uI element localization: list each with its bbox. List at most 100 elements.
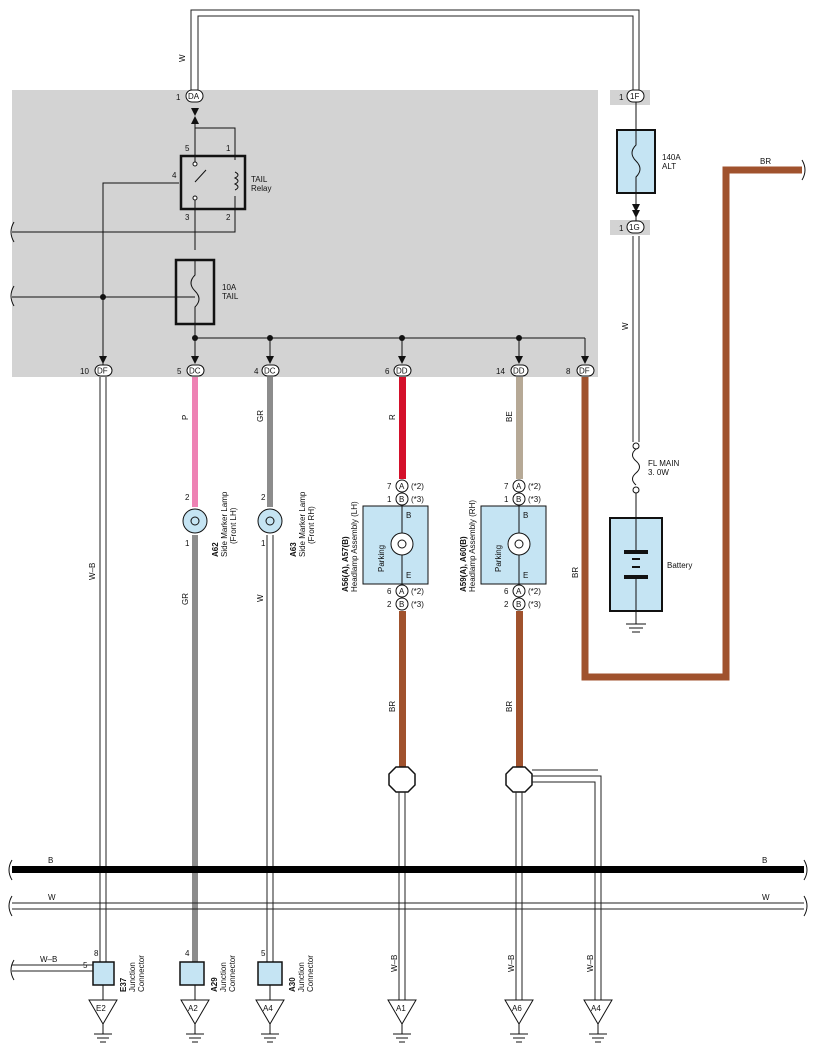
svg-text:A: A [516,482,522,491]
wire-brown-right-code: BR [760,157,771,166]
wire-red-code: R [388,414,397,420]
relay-pin2: 2 [226,213,231,222]
relay-name-2: Relay [251,184,271,193]
wire-alt-w-code: W [621,322,630,330]
svg-text:1G: 1G [629,223,640,232]
svg-text:6: 6 [385,367,390,376]
wire-alt-w [632,236,640,442]
svg-text:8: 8 [566,367,571,376]
headlamp-rh-name: Headlamp Assembly (RH) [468,500,477,592]
splice-rh [505,766,533,793]
relay-pin1: 1 [226,144,231,153]
svg-text:B: B [406,511,411,520]
bottom-pin-dc-5: 5 DC [177,356,205,377]
fl-main-rating: 3. 0W [648,468,669,477]
splice-lh [388,766,416,793]
svg-text:DF: DF [579,367,590,376]
headlamp-rh: 7 A (*2) 1 B (*3) B E Parking 6 A (*2) 2… [480,479,547,611]
wire-beige [516,377,523,479]
alt-fuse [616,102,656,222]
alt-fuse-rating: 140A [662,153,681,162]
svg-text:1: 1 [185,539,190,548]
wire-brown-lh-code: BR [388,701,397,712]
svg-text:5: 5 [177,367,182,376]
svg-text:1: 1 [176,93,181,102]
svg-text:(*2): (*2) [528,587,541,596]
svg-text:10: 10 [80,367,89,376]
svg-text:DF: DF [97,367,108,376]
wire-gray-upper-rh-code: GR [256,410,265,422]
svg-text:1F: 1F [630,92,639,101]
svg-text:(*2): (*2) [411,482,424,491]
svg-text:DD: DD [513,367,525,376]
a30-l1: Junction [297,962,306,992]
top-wire-code: W [178,54,187,62]
junction-a30: 5 [257,949,283,1000]
alt-fuse-name: ALT [662,162,676,171]
svg-text:6: 6 [387,587,392,596]
side-lamp-rh-name: Side Marker Lamp [298,491,307,557]
svg-text:4: 4 [254,367,259,376]
relay-name: TAIL [251,175,268,184]
svg-text:E2: E2 [96,1004,106,1013]
bus-w-label-right: W [762,893,770,902]
fuse-tail-name: TAIL [222,292,239,301]
svg-text:(*3): (*3) [411,600,424,609]
svg-text:A2: A2 [188,1004,198,1013]
side-lamp-lh-name: Side Marker Lamp [220,491,229,557]
a1-wire-code: W–B [390,955,399,972]
pin-1f: 1 1F [619,89,645,103]
e37-l1: Junction [128,962,137,992]
wire-brown-df8 [581,166,802,681]
a29-id: A29 [210,977,219,992]
side-lamp-rh: 2 1 [257,493,283,548]
svg-text:A4: A4 [591,1004,601,1013]
junction-a29: 4 [179,949,205,1000]
fuse-tail-rating: 10A [222,283,237,292]
svg-text:Parking: Parking [377,545,386,572]
bottom-pin-dc-4: 4 DC [254,356,280,377]
svg-text:2: 2 [504,600,509,609]
wire-gray-upper-rh [267,377,273,507]
a29-l2: Connector [228,955,237,992]
svg-text:E: E [406,571,411,580]
svg-text:2: 2 [261,493,266,502]
a29-l1: Junction [219,962,228,992]
headlamp-rh-id: A59(A), A60(B) [459,536,468,592]
svg-text:7: 7 [504,482,509,491]
side-lamp-lh-id: A62 [211,542,220,557]
svg-text:(*2): (*2) [528,482,541,491]
e37-in-code: W–B [40,955,57,964]
svg-text:B: B [399,600,404,609]
side-lamp-lh: 2 1 [182,493,208,548]
svg-text:DC: DC [264,367,276,376]
svg-text:A4: A4 [263,1004,273,1013]
svg-text:A1: A1 [396,1004,406,1013]
svg-text:A: A [516,587,522,596]
wire-red [399,377,406,479]
svg-text:E: E [523,571,528,580]
relay-pin3: 3 [185,213,190,222]
svg-text:14: 14 [496,367,505,376]
svg-text:DC: DC [189,367,201,376]
headlamp-lh-name: Headlamp Assembly (LH) [350,501,359,592]
ground-a6: A6 [504,999,534,1043]
wire-brown-rh-code: BR [505,701,514,712]
svg-text:(*3): (*3) [528,600,541,609]
bus-b [8,859,808,881]
relay-block-housing [12,90,598,377]
right-cut-mark [801,159,806,181]
svg-text:B: B [516,495,521,504]
svg-text:DD: DD [396,367,408,376]
wire-pink [192,377,198,507]
svg-text:6: 6 [504,587,509,596]
wire-df-wb-code: W–B [88,563,97,580]
svg-text:A: A [399,482,405,491]
svg-text:8: 8 [94,949,99,958]
wire-gray-lower-lh-code: GR [181,593,190,605]
wires-headlamp-grounds [398,769,602,1000]
ground-a4-right: A4 [583,999,613,1043]
svg-text:1: 1 [619,93,624,102]
a30-l2: Connector [306,955,315,992]
